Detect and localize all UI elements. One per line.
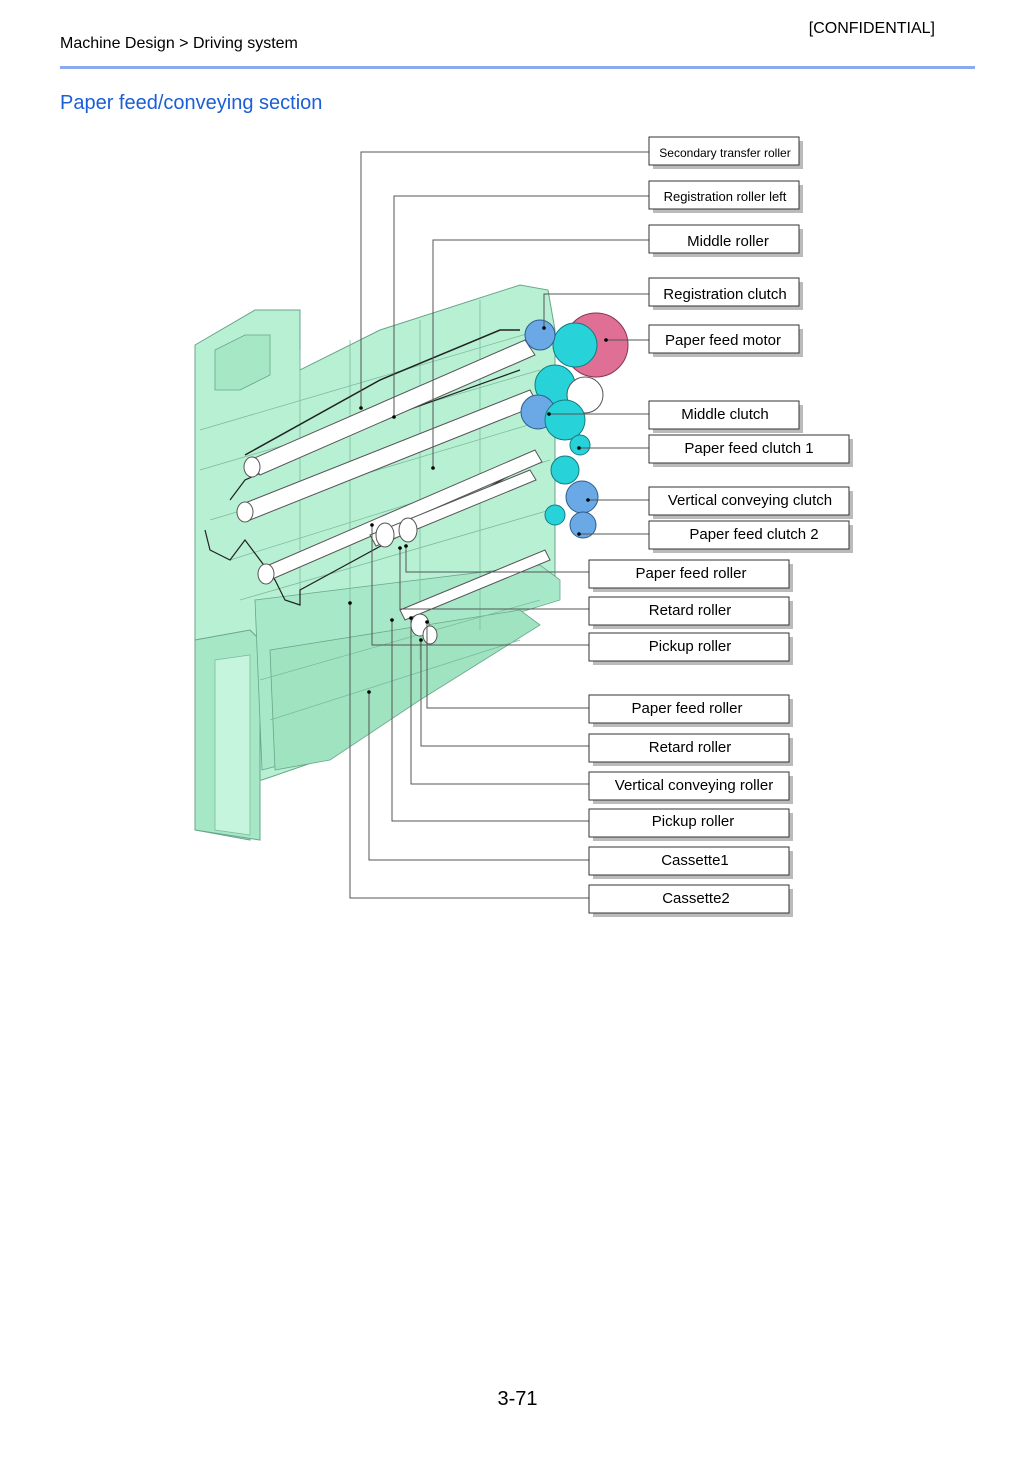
label-retard-roller-upper: Retard roller: [649, 602, 732, 619]
confidential-mark: [CONFIDENTIAL]: [808, 20, 935, 37]
breadcrumb: Machine Design > Driving system: [60, 35, 298, 52]
label-middle-roller: Middle roller: [687, 233, 769, 250]
label-cassette1: Cassette1: [661, 852, 729, 869]
label-registration-roller-left: Registration roller left: [664, 189, 787, 204]
leader-lines: [349, 151, 650, 899]
label-paper-feed-roller-lower: Paper feed roller: [632, 700, 743, 717]
label-retard-roller-lower: Retard roller: [649, 739, 732, 756]
label-paper-feed-motor: Paper feed motor: [665, 332, 781, 349]
label-paper-feed-roller-upper: Paper feed roller: [636, 565, 747, 582]
label-registration-clutch: Registration clutch: [663, 286, 786, 303]
label-boxes: [588, 136, 853, 917]
label-pickup-roller-lower: Pickup roller: [652, 813, 735, 830]
page-number: 3-71: [497, 1388, 538, 1410]
label-vertical-conveying-clutch: Vertical conveying clutch: [668, 492, 832, 509]
header-rule: [60, 66, 975, 69]
drive-gears: [520, 312, 629, 539]
label-paper-feed-clutch-1: Paper feed clutch 1: [684, 440, 813, 457]
label-secondary-transfer-roller: Secondary transfer roller: [659, 146, 790, 160]
leader-dots: [348, 326, 608, 694]
roller-shafts: [236, 339, 551, 645]
section-title: Paper feed/conveying section: [60, 92, 323, 114]
label-middle-clutch: Middle clutch: [681, 406, 769, 423]
label-cassette2: Cassette2: [662, 890, 730, 907]
label-vertical-conveying-roller: Vertical conveying roller: [615, 777, 773, 794]
label-paper-feed-clutch-2: Paper feed clutch 2: [689, 526, 818, 543]
label-pickup-roller-upper: Pickup roller: [649, 638, 732, 655]
